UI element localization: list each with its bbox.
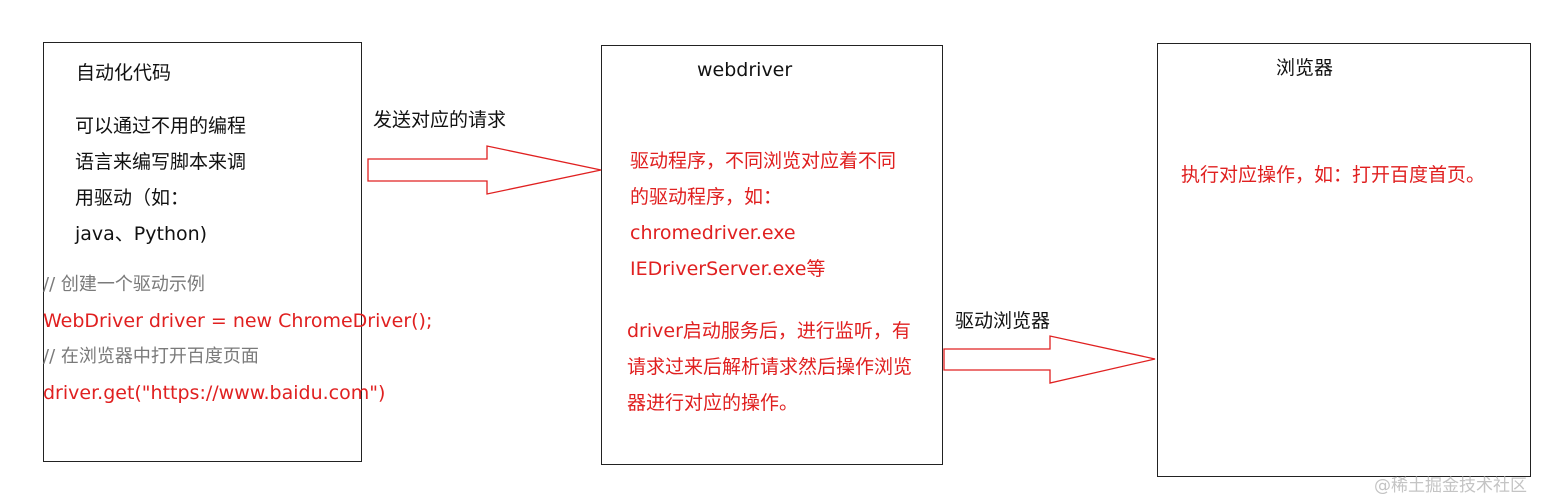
- webdriver-line-6: 请求过来后解析请求然后操作浏览: [627, 356, 913, 378]
- box-browser: [1157, 43, 1531, 477]
- box-automation-code: [43, 42, 362, 462]
- watermark: @稀土掘金技术社区: [1374, 476, 1527, 496]
- request-arrow-label: 发送对应的请求: [373, 109, 507, 131]
- browser-action-text: 执行对应操作，如：打开百度首页。: [1181, 164, 1486, 186]
- webdriver-line-5: driver启动服务后，进行监听，有: [627, 320, 911, 342]
- code-line-2: driver.get("https://www.baidu.com"): [43, 382, 386, 404]
- drive-browser-arrow-label: 驱动浏览器: [955, 310, 1051, 332]
- code-line-1: WebDriver driver = new ChromeDriver();: [43, 310, 433, 332]
- webdriver-line-3: chromedriver.exe: [630, 222, 796, 244]
- webdriver-line-4: IEDriverServer.exe等: [630, 258, 826, 280]
- browser-title: 浏览器: [1276, 57, 1334, 79]
- automation-code-title: 自动化代码: [76, 62, 172, 84]
- webdriver-title: webdriver: [697, 59, 793, 81]
- drive-browser-arrow: [943, 335, 1156, 384]
- webdriver-line-1: 驱动程序，不同浏览对应着不同: [630, 150, 897, 172]
- webdriver-line-2: 的驱动程序，如：: [630, 186, 783, 208]
- automation-code-line-2: 语言来编写脚本来调: [75, 151, 247, 173]
- automation-code-line-4: java、Python): [75, 223, 208, 245]
- automation-code-line-1: 可以通过不用的编程: [75, 115, 247, 137]
- code-comment-1: // 创建一个驱动示例: [43, 274, 205, 295]
- request-arrow: [367, 145, 602, 195]
- code-comment-2: // 在浏览器中打开百度页面: [43, 346, 259, 367]
- webdriver-line-7: 器进行对应的操作。: [627, 392, 799, 414]
- automation-code-line-3: 用驱动（如：: [75, 187, 190, 209]
- box-webdriver: [601, 45, 943, 465]
